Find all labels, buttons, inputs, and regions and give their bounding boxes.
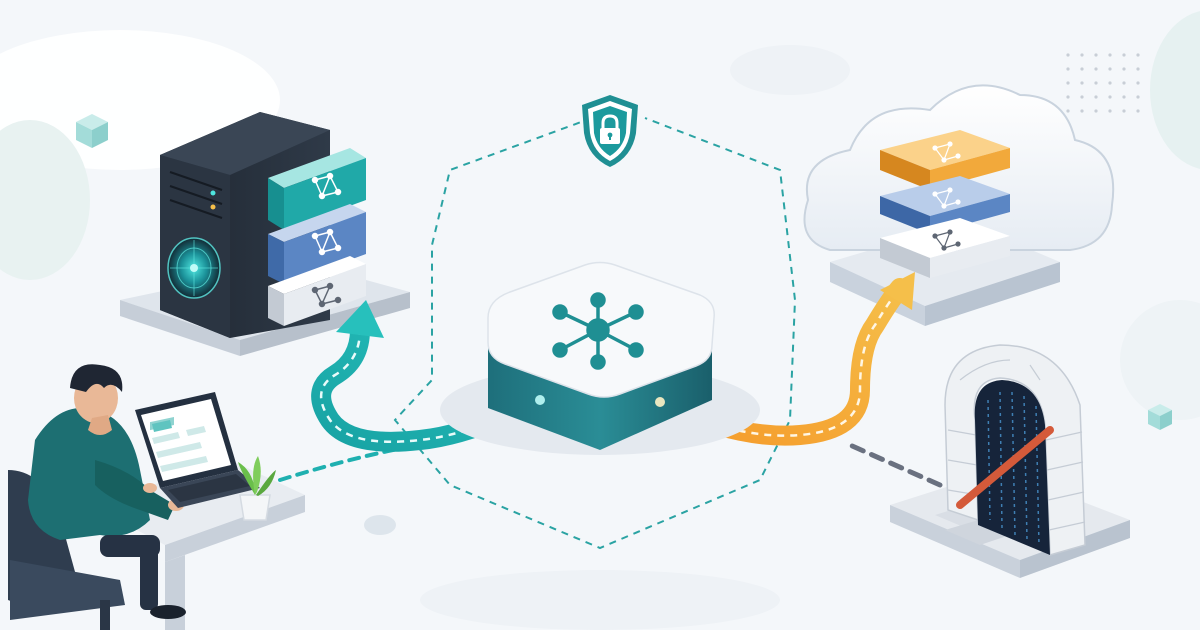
screen-lines <box>152 420 208 472</box>
server-module-grey <box>268 256 366 326</box>
arrowhead <box>336 300 384 338</box>
network-node-icon <box>932 141 961 163</box>
laptop <box>135 392 260 508</box>
network-node-icon <box>932 229 961 251</box>
legacy-archive <box>890 344 1130 578</box>
cube-icon <box>76 114 108 148</box>
network-node-icon <box>311 228 342 256</box>
on-prem-server <box>120 112 410 356</box>
edge-archive-to-hub <box>847 442 943 488</box>
network-node-icon <box>311 172 342 200</box>
arrowhead <box>880 272 915 310</box>
arch-stones <box>947 359 1086 531</box>
plant-icon <box>238 456 276 521</box>
cloud-layer-orange <box>880 130 1010 190</box>
chair <box>8 470 125 630</box>
blocked-bar <box>956 426 1054 509</box>
user-workstation <box>8 364 305 630</box>
cloud-storage <box>803 84 1115 326</box>
network-node-icon <box>932 187 961 209</box>
server-vents <box>169 171 223 219</box>
server-module-blue <box>268 204 366 284</box>
server-module-teal <box>268 148 366 230</box>
cloud-layer-grey <box>880 218 1010 278</box>
central-hub <box>440 261 760 455</box>
network-hub-icon <box>552 292 644 370</box>
network-node-icon <box>311 282 342 308</box>
background-decor <box>0 11 1200 630</box>
shield-lock-icon <box>582 95 638 167</box>
person <box>28 364 186 619</box>
fan-icon <box>167 237 221 299</box>
dot-grid <box>1066 53 1140 113</box>
cube-icon <box>1148 404 1172 430</box>
